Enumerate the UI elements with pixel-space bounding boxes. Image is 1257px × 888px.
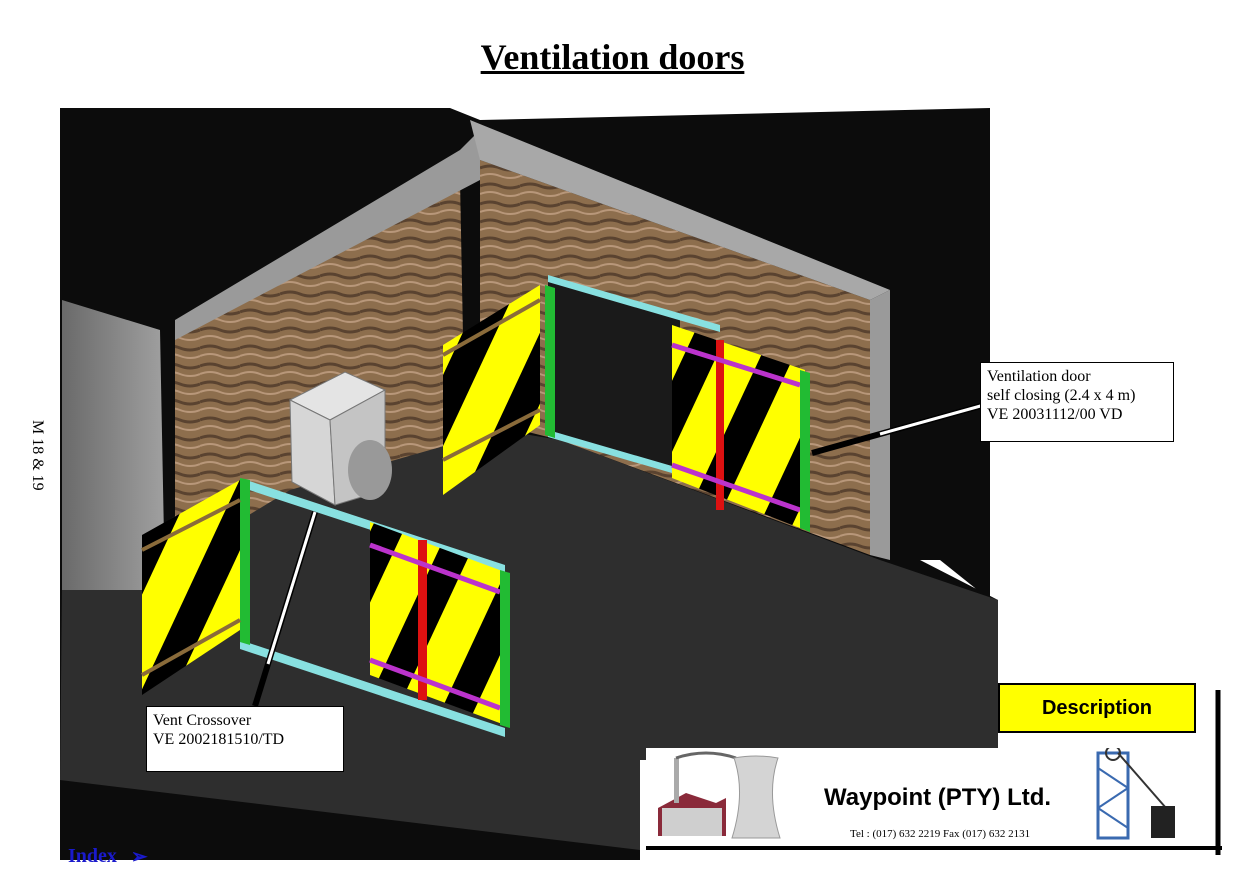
callout-line: Vent Crossover (153, 712, 252, 729)
company-name: Waypoint (PTY) Ltd. (824, 784, 1052, 811)
left-rock-wall (175, 180, 465, 560)
left-pillar (62, 300, 165, 590)
callout-line: self closing (2.4 x 4 m) (987, 387, 1136, 404)
index-label: Index (68, 845, 117, 867)
vent-crossover-callout: Vent Crossover VE 2002181510/TD (146, 706, 344, 772)
drawing-reference-label: M 18 & 19 (29, 420, 46, 491)
front-door-left-leaf (142, 480, 240, 695)
headframe-icon (1096, 745, 1175, 840)
callout-line: Ventilation door (987, 368, 1091, 385)
index-link[interactable]: Index ➢ (68, 844, 148, 869)
back-door-left-leaf (443, 285, 540, 495)
company-contact: Tel : (017) 632 2219 Fax (017) 632 2131 (850, 828, 1031, 840)
cooling-tower-icon (731, 755, 781, 839)
callout-line: VE 20031112/00 VD (987, 406, 1123, 423)
ventilation-door-callout: Ventilation door self closing (2.4 x 4 m… (980, 362, 1174, 442)
description-button[interactable]: Description (998, 683, 1196, 733)
page-title: Ventilation doors (480, 37, 745, 77)
arrow-right-icon: ➢ (130, 846, 148, 868)
callout-line: VE 2002181510/TD (153, 731, 285, 748)
company-logo-panel (646, 745, 1212, 846)
company-logo-icons (658, 745, 1175, 840)
